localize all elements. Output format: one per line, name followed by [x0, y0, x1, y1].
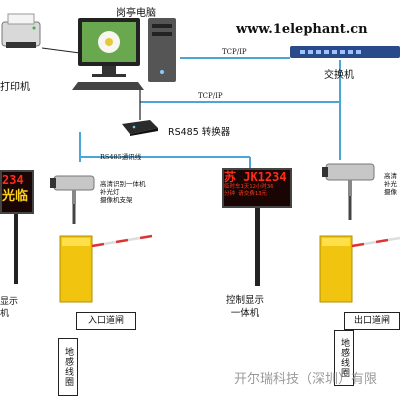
printer-icon: [1, 13, 41, 48]
center-display-pole: [255, 208, 260, 286]
center-led-plate: 苏 JK1234: [224, 170, 287, 184]
camera-icon: [50, 175, 95, 224]
left-camera-label: 高清识别一体机 补光灯 摄像机支架: [100, 180, 146, 204]
right-loop-label: 地感线圈: [334, 330, 354, 386]
left-camera: [50, 172, 98, 224]
right-camera-label: 高清 补光 摄像: [384, 172, 397, 196]
converter-icon: [122, 120, 158, 136]
rs485-line-label: RS485通讯线: [100, 153, 142, 161]
left-led-line2: 光临: [2, 189, 29, 204]
printer-label: 打印机: [0, 82, 30, 93]
entry-barrier: [56, 234, 156, 304]
booth-computer: [72, 16, 182, 98]
network-switch: [290, 44, 400, 58]
left-led-display: 234 光临: [0, 170, 34, 214]
left-display-pole: [14, 214, 18, 284]
rs485-converter: [120, 118, 160, 136]
barrier-gate-icon: [319, 235, 400, 303]
left-led-line1: 234: [2, 173, 24, 187]
control-display-label: 控制显示 一体机: [226, 295, 265, 319]
camera-icon: [322, 163, 375, 220]
center-led-display: 苏 JK1234 临时车1天12小时36 分钟 请交费13元: [222, 168, 292, 208]
converter-label: RS485 转换器: [168, 127, 231, 138]
tcpip-mid-label: TCP/IP: [198, 92, 223, 100]
brand-url[interactable]: www.1elephant.cn: [236, 22, 368, 37]
center-led-line3: 分钟 请交费13元: [224, 191, 267, 197]
watermark-text: 开尔瑞科技（深圳）有限: [234, 372, 378, 387]
left-display-label: 显示 机: [0, 297, 19, 319]
exit-barrier: [318, 232, 400, 304]
computer-label: 岗亭电脑: [116, 8, 156, 19]
printer: [0, 12, 42, 52]
center-led-line2: 临时车1天12小时36: [224, 184, 274, 190]
switch-label: 交换机: [324, 70, 354, 81]
switch-icon: [290, 46, 400, 58]
right-camera: [320, 160, 380, 220]
entry-gate-label: 入口道闸: [76, 312, 136, 330]
left-loop-label: 地感线圈: [58, 338, 78, 396]
tcpip-top-label: TCP/IP: [222, 48, 247, 56]
exit-gate-label: 出口道闸: [344, 312, 400, 330]
computer-icon: [72, 18, 176, 90]
barrier-gate-icon: [59, 234, 153, 303]
